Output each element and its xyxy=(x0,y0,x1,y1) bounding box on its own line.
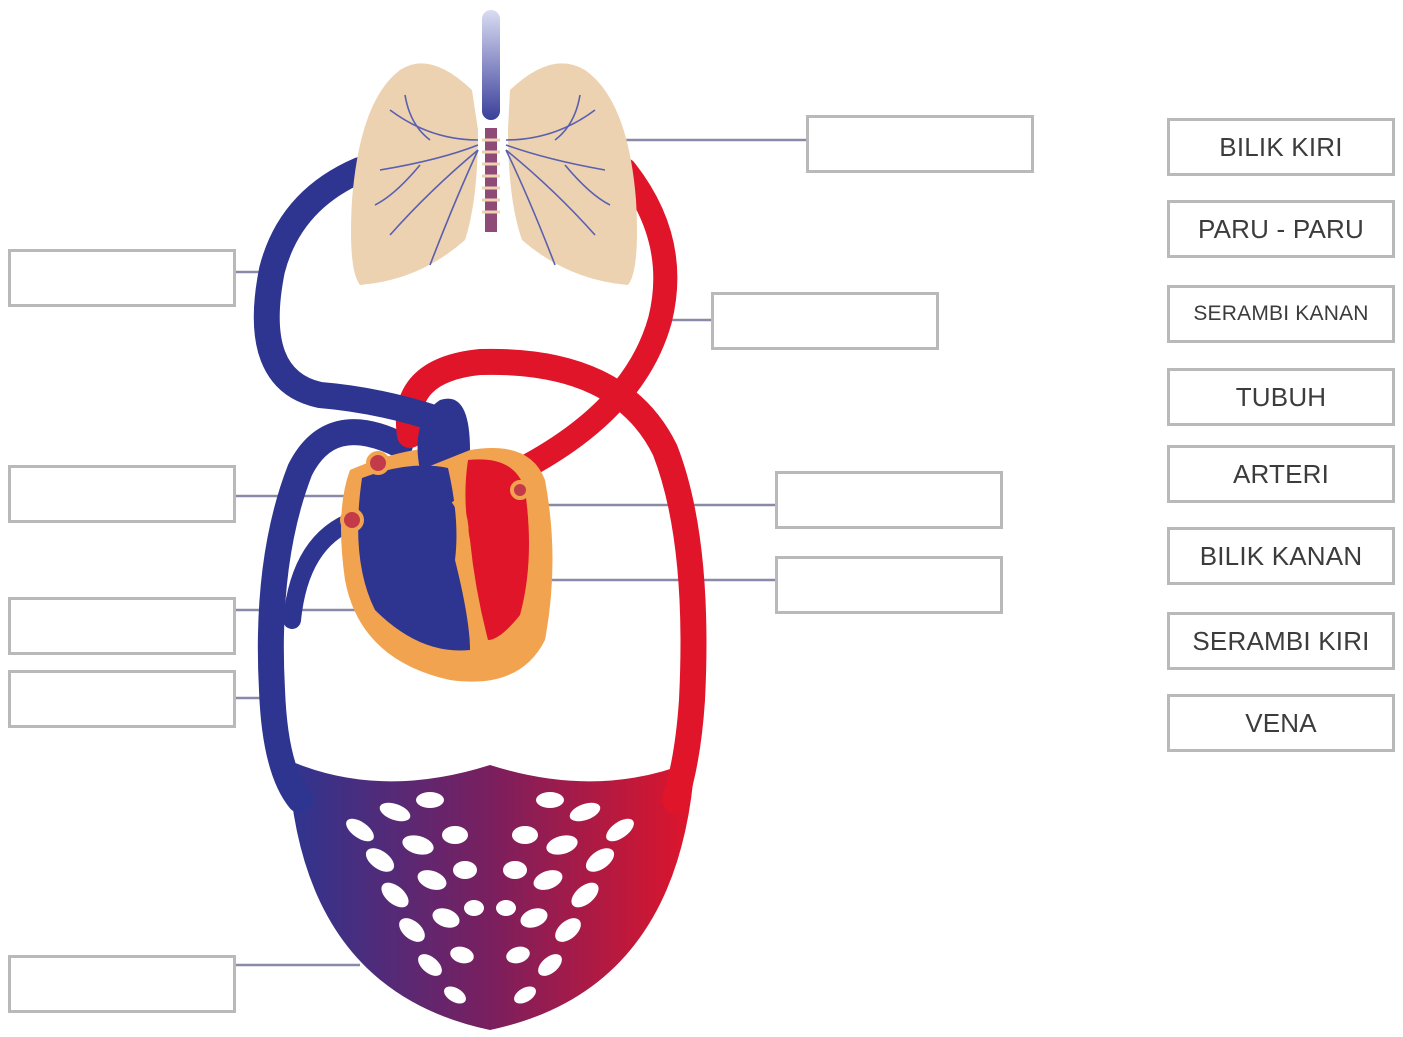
word-card-tubuh[interactable]: TUBUH xyxy=(1167,368,1395,426)
answer-box-left-atrium[interactable] xyxy=(775,471,1003,529)
answer-box-vein-upper-left[interactable] xyxy=(8,249,236,307)
answer-box-right-atrium[interactable] xyxy=(8,465,236,523)
word-card-bilik-kiri[interactable]: BILIK KIRI xyxy=(1167,118,1395,176)
answer-box-left-ventricle[interactable] xyxy=(775,556,1003,614)
trachea xyxy=(482,10,500,120)
answer-box-lungs[interactable] xyxy=(806,115,1034,173)
word-card-bilik-kanan[interactable]: BILIK KANAN xyxy=(1167,527,1395,585)
answer-box-right-ventricle[interactable] xyxy=(8,597,236,655)
capillary-bed-icon xyxy=(288,760,695,1030)
word-card-serambi-kanan[interactable]: SERAMBI KANAN xyxy=(1167,285,1395,343)
word-card-paru-paru[interactable]: PARU - PARU xyxy=(1167,200,1395,258)
answer-box-artery-upper-right[interactable] xyxy=(711,292,939,350)
word-card-serambi-kiri[interactable]: SERAMBI KIRI xyxy=(1167,612,1395,670)
answer-box-body[interactable] xyxy=(8,955,236,1013)
word-card-vena[interactable]: VENA xyxy=(1167,694,1395,752)
answer-box-vein-lower-left[interactable] xyxy=(8,670,236,728)
word-card-arteri[interactable]: ARTERI xyxy=(1167,445,1395,503)
